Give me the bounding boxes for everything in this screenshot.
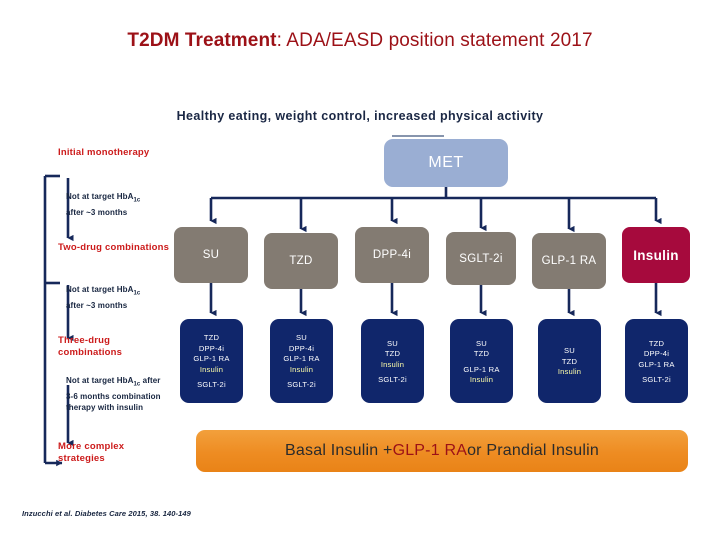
note-not-at-target-3: Not at target HbA1c after 3-6 months com… [66, 376, 161, 412]
node-met[interactable]: MET [384, 139, 508, 187]
node-triple-6[interactable]: TZD DPP-4i GLP-1 RA SGLT-2i [625, 319, 688, 403]
citation: Inzucchi et al. Diabetes Care 2015, 38. … [22, 509, 191, 518]
node-triple-2[interactable]: SU DPP-4i GLP-1 RA Insulin SGLT-2i [270, 319, 333, 403]
node-complex-strategies-bar[interactable]: Basal Insulin + GLP-1 RA or Prandial Ins… [196, 430, 688, 472]
note-not-at-target-2: Not at target HbA1c after ~3 months [66, 285, 141, 310]
node-triple-5[interactable]: SU TZD Insulin [538, 319, 601, 403]
title-bold: T2DM Treatment [127, 30, 277, 51]
stage-label-three-drug-combinations: Three-drug combinations [58, 335, 123, 358]
node-glp-1-ra[interactable]: GLP-1 RA [532, 233, 606, 289]
bar-text-accent: GLP-1 RA [392, 442, 468, 459]
stage-label-initial-monotherapy: Initial monotherapy [58, 147, 150, 158]
bar-text-pre: Basal Insulin + [285, 442, 393, 459]
note-not-at-target-1: Not at target HbA1c after ~3 months [66, 192, 141, 217]
node-su[interactable]: SU [174, 227, 248, 283]
node-tzd[interactable]: TZD [264, 233, 338, 289]
node-insulin[interactable]: Insulin [622, 227, 690, 283]
lifestyle-subtitle: Healthy eating, weight control, increase… [176, 109, 544, 123]
node-sglt-2i[interactable]: SGLT-2i [446, 232, 516, 285]
bar-text-post: or Prandial Insulin [467, 442, 599, 459]
stage-label-more-complex-strategies: More complex strategies [58, 441, 125, 464]
stage-label-two-drug-combinations: Two-drug combinations [58, 242, 170, 253]
node-triple-4[interactable]: SU TZD GLP-1 RA Insulin [450, 319, 513, 403]
page-title: T2DM Treatment: ADA/EASD position statem… [0, 30, 720, 52]
node-triple-1[interactable]: TZD DPP-4i GLP-1 RA Insulin SGLT-2i [180, 319, 243, 403]
node-triple-3[interactable]: SU TZD Insulin SGLT-2i [361, 319, 424, 403]
node-dpp-4i[interactable]: DPP-4i [355, 227, 429, 283]
title-rest: : ADA/EASD position statement 2017 [276, 30, 593, 51]
